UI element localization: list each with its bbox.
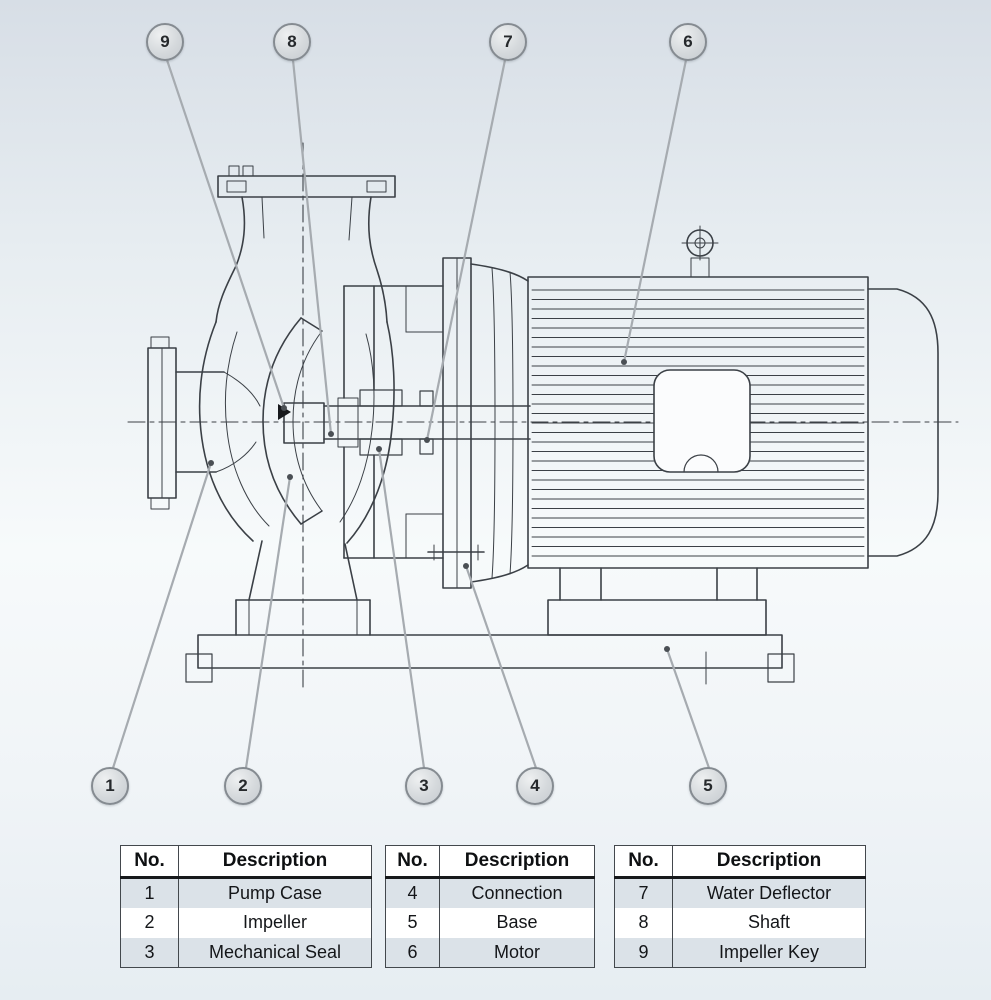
table-row: 8 Shaft [615, 907, 866, 938]
callout-9-label: 9 [160, 32, 170, 51]
table-row: 4 Connection [385, 877, 595, 908]
table-header-row: No. Description [120, 845, 372, 879]
table-row: 2 Impeller [121, 907, 372, 938]
parts-table-2: No. Description 4 Connection 5 Base 6 Mo… [385, 845, 595, 968]
callout-5-label: 5 [703, 776, 713, 795]
table-header-row: No. Description [385, 845, 595, 879]
parts-table-1: No. Description 1 Pump Case 2 Impeller 3… [120, 845, 372, 968]
col-header-description: Description [672, 845, 866, 879]
table-row: 7 Water Deflector [614, 877, 866, 908]
table-row: 6 Motor [385, 937, 595, 968]
table-row: 3 Mechanical Seal [120, 937, 372, 968]
leader-dots [208, 359, 670, 652]
callout-7-label: 7 [503, 32, 513, 51]
col-header-no: No. [120, 845, 179, 879]
callout-8-label: 8 [287, 32, 297, 51]
part-desc-cell: Impeller [178, 907, 372, 938]
part-no-cell: 2 [144, 912, 155, 932]
table-row: 5 Base [386, 907, 595, 938]
callout-1-label: 1 [105, 776, 115, 795]
parts-table-3: No. Description 7 Water Deflector 8 Shaf… [614, 845, 866, 968]
part-desc-cell: Base [439, 907, 595, 938]
part-no-cell: 7 [614, 877, 673, 908]
table-row: 1 Pump Case [120, 877, 372, 908]
part-no-cell: 9 [614, 937, 673, 968]
callout-7: 7 [489, 23, 527, 61]
pump-outline [127, 142, 959, 691]
part-desc-cell: Mechanical Seal [178, 937, 372, 968]
part-no-cell: 5 [407, 912, 418, 932]
callout-8: 8 [273, 23, 311, 61]
part-no-cell: 6 [385, 937, 440, 968]
col-header-description: Description [178, 845, 372, 879]
col-header-description: Description [439, 845, 595, 879]
part-desc-cell: Water Deflector [672, 877, 866, 908]
callout-9: 9 [146, 23, 184, 61]
callout-2: 2 [224, 767, 262, 805]
leader-lines [111, 59, 711, 769]
part-no-cell: 8 [638, 912, 649, 932]
table-header-row: No. Description [614, 845, 866, 879]
callout-3-label: 3 [419, 776, 429, 795]
part-desc-cell: Shaft [672, 907, 866, 938]
callout-6-label: 6 [683, 32, 693, 51]
callout-1: 1 [91, 767, 129, 805]
part-desc-cell: Pump Case [178, 877, 372, 908]
part-desc-cell: Connection [439, 877, 595, 908]
part-desc-cell: Motor [439, 937, 595, 968]
callout-4-label: 4 [530, 776, 540, 795]
col-header-no: No. [614, 845, 673, 879]
centerlines [127, 142, 959, 691]
part-no-cell: 4 [385, 877, 440, 908]
callout-3: 3 [405, 767, 443, 805]
part-no-cell: 1 [120, 877, 179, 908]
callout-4: 4 [516, 767, 554, 805]
callout-6: 6 [669, 23, 707, 61]
part-desc-cell: Impeller Key [672, 937, 866, 968]
callout-2-label: 2 [238, 776, 248, 795]
part-no-cell: 3 [120, 937, 179, 968]
callout-5: 5 [689, 767, 727, 805]
table-row: 9 Impeller Key [614, 937, 866, 968]
col-header-no: No. [385, 845, 440, 879]
